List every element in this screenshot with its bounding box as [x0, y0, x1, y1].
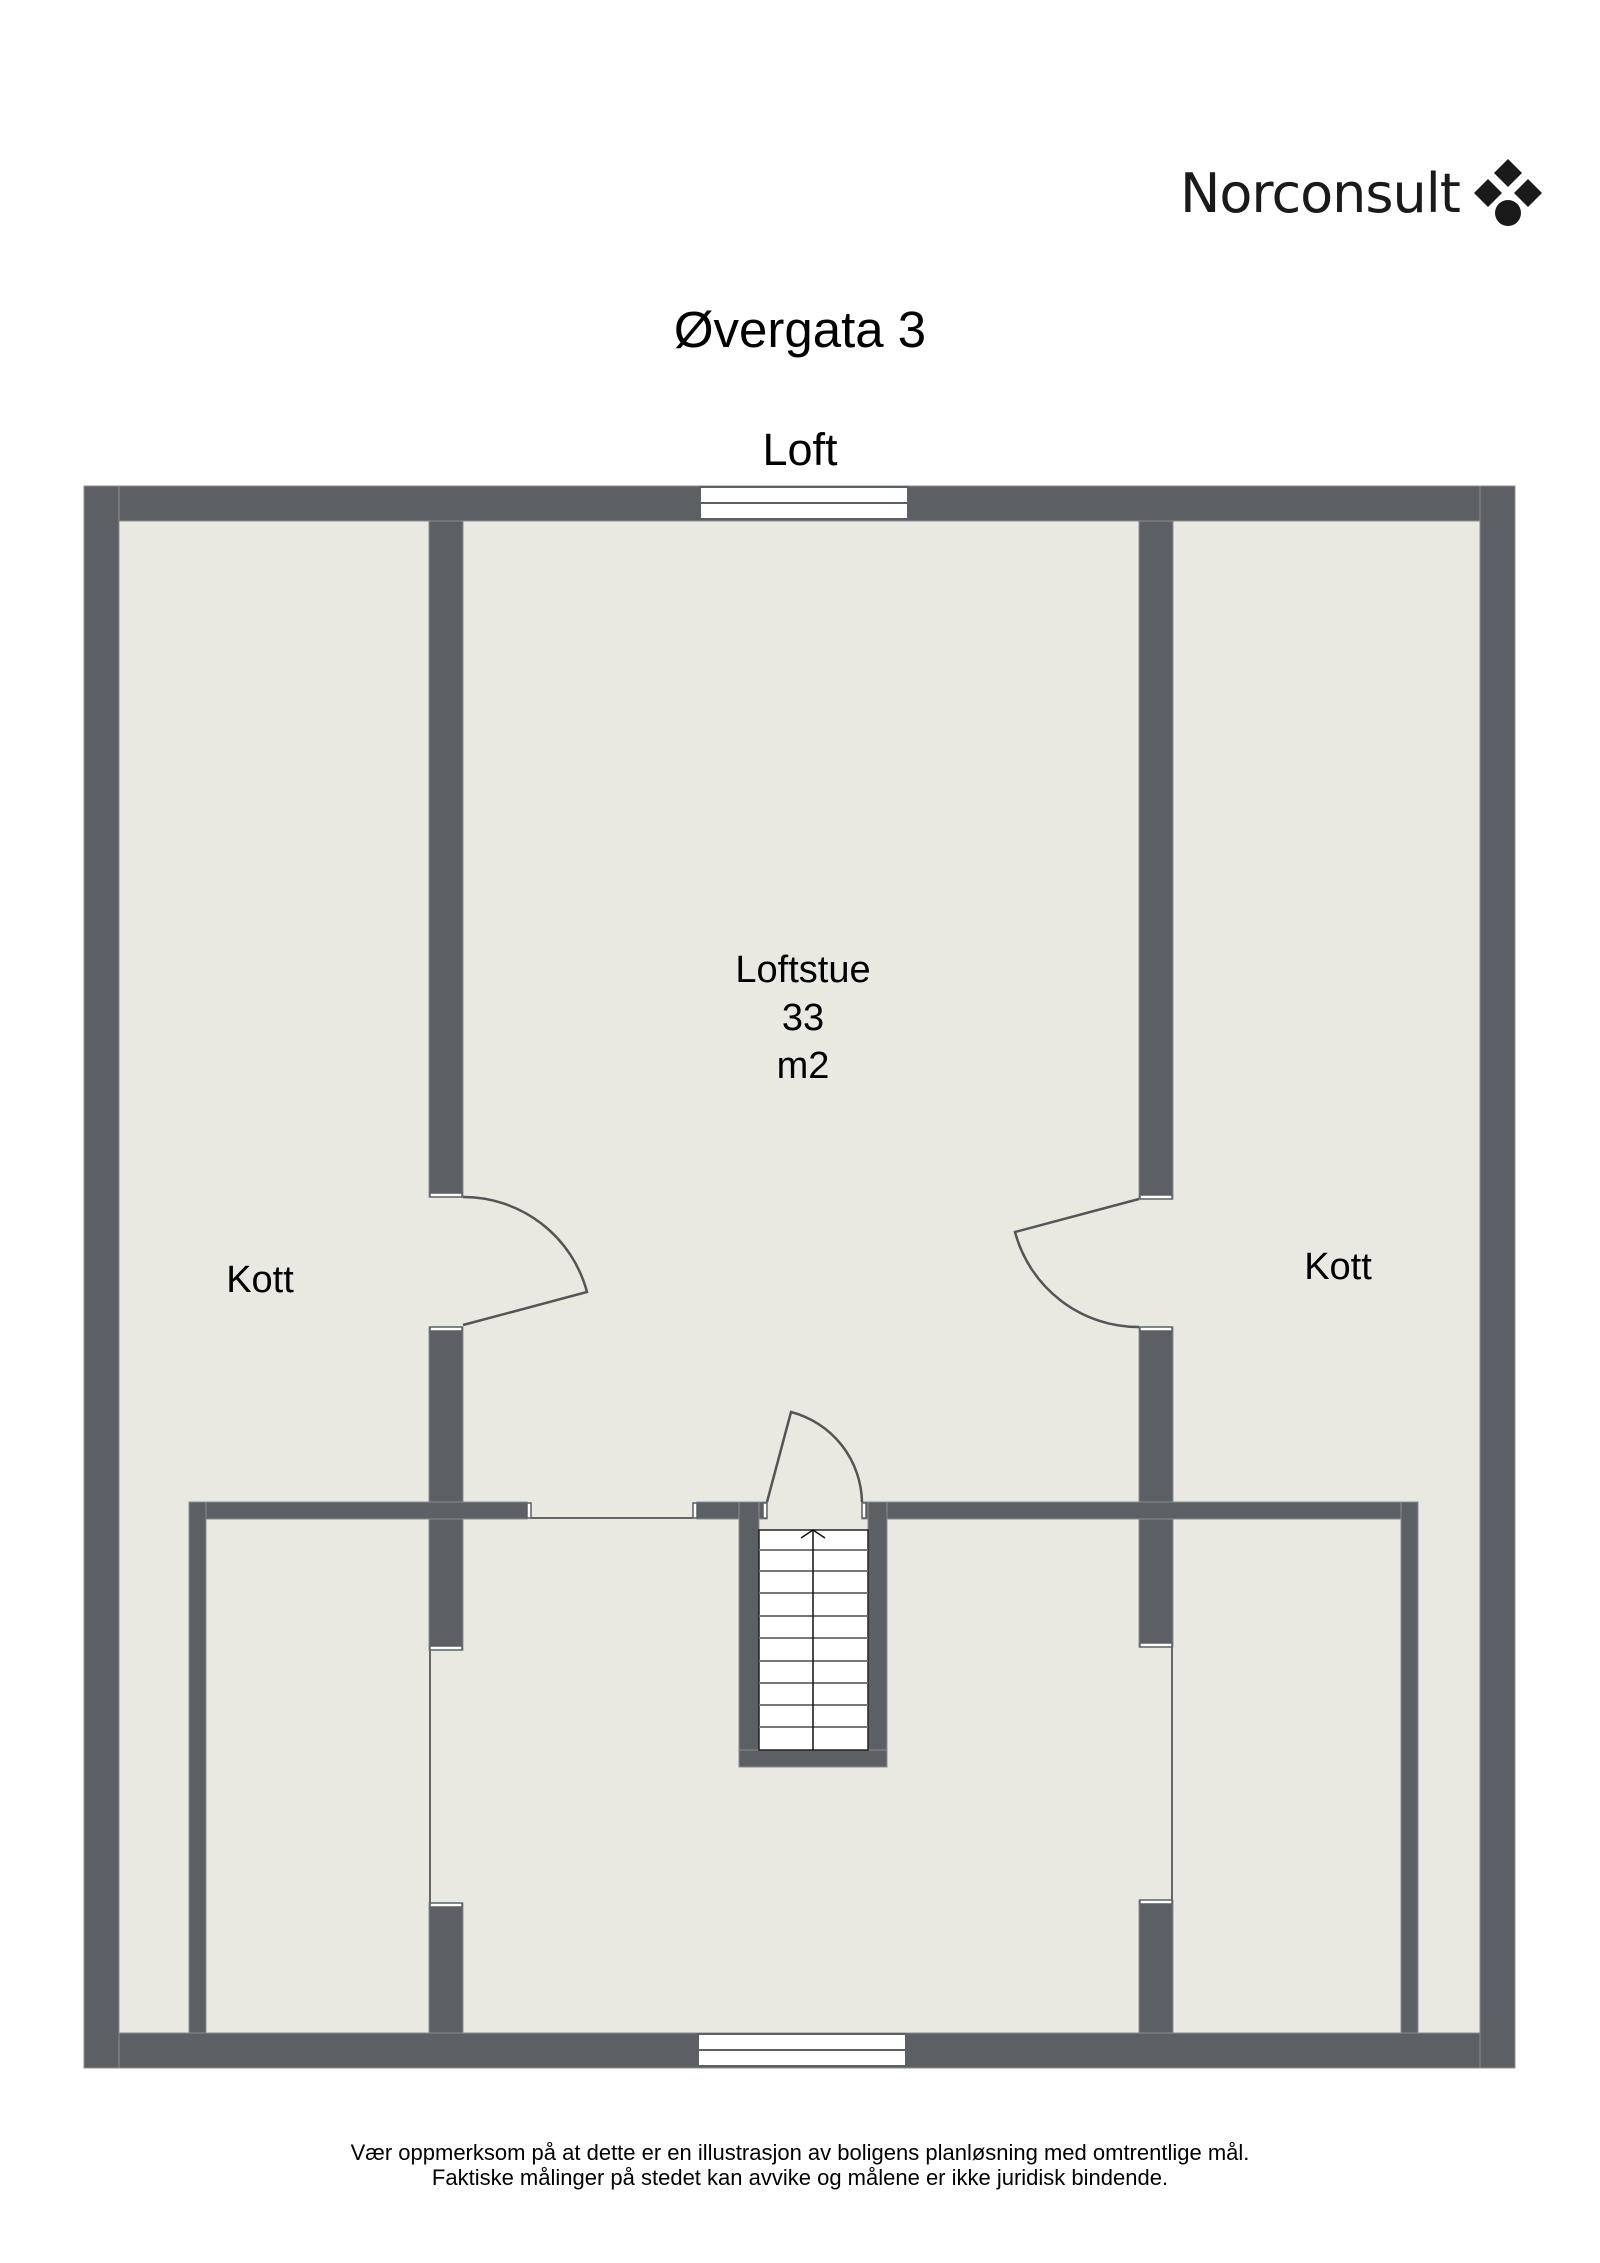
outer-wall-left [83, 485, 120, 2069]
wall-lower-right [861, 1501, 1419, 1520]
wall-center-right-lower [1138, 1899, 1174, 2034]
property-title: Øvergata 3 [673, 301, 927, 358]
room-area-unit: m2 [776, 1045, 830, 1087]
wall-center-left-upper [428, 520, 464, 1198]
wall-lower-left [188, 1501, 528, 1520]
wall-center-right-upper [1138, 520, 1174, 1200]
staircase [758, 1529, 869, 1751]
brand-name: Norconsult [1180, 161, 1461, 225]
room-name: Loftstue [735, 949, 871, 991]
wall-center-right-mid [1138, 1326, 1174, 1648]
room-label-loftstue: Loftstue 33 m2 [653, 946, 953, 1090]
stairwell-wall-right [867, 1501, 888, 1768]
door-left [462, 1195, 589, 1327]
window-bottom [697, 2033, 907, 2067]
stairwell-wall-left [738, 1501, 760, 1768]
disclaimer-line-1: Vær oppmerksom på at dette er en illustr… [350, 2140, 1250, 2165]
disclaimer-line-2: Faktiske målinger på stedet kan avvike o… [431, 2165, 1169, 2190]
wall-center-left-mid [428, 1326, 464, 1651]
room-label-kott-left: Kott [160, 1256, 360, 1304]
room-area: 33 [781, 997, 825, 1039]
wall-center-left-lower [428, 1902, 464, 2034]
stair-direction-arrow-icon [800, 1529, 826, 1539]
stairwell-wall-bottom [738, 1749, 888, 1768]
wall-inner-right [1400, 1501, 1419, 2034]
room-label-kott-right: Kott [1238, 1243, 1438, 1291]
floor-name: Loft [762, 424, 838, 475]
room-name: Kott [1304, 1246, 1372, 1288]
disclaimer: Vær oppmerksom på at dette er en illustr… [0, 2140, 1600, 2190]
outer-wall-right [1479, 485, 1516, 2069]
norconsult-diamonds-icon [1473, 159, 1542, 226]
floor-area [84, 486, 1515, 2068]
door-stair [765, 1410, 864, 1503]
door-right [1013, 1197, 1140, 1329]
window-top [699, 486, 909, 520]
brand-logo: Norconsult [1180, 158, 1546, 228]
room-name: Kott [226, 1259, 294, 1301]
wall-inner-left [188, 1501, 207, 2034]
